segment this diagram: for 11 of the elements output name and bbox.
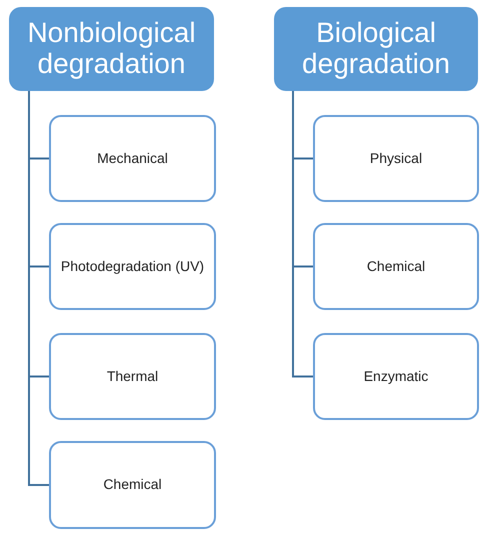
connector-line [292, 91, 313, 378]
item-box: Chemical [49, 441, 216, 529]
category-header-box: Nonbiological degradation [9, 7, 214, 91]
item-box: Chemical [313, 223, 479, 310]
item-box: Photodegradation (UV) [49, 223, 216, 310]
item-box: Enzymatic [313, 333, 479, 420]
item-box: Physical [313, 115, 479, 202]
category-header-box: Biological degradation [274, 7, 478, 91]
item-box: Thermal [49, 333, 216, 420]
item-box: Mechanical [49, 115, 216, 202]
connector-line [28, 91, 49, 486]
